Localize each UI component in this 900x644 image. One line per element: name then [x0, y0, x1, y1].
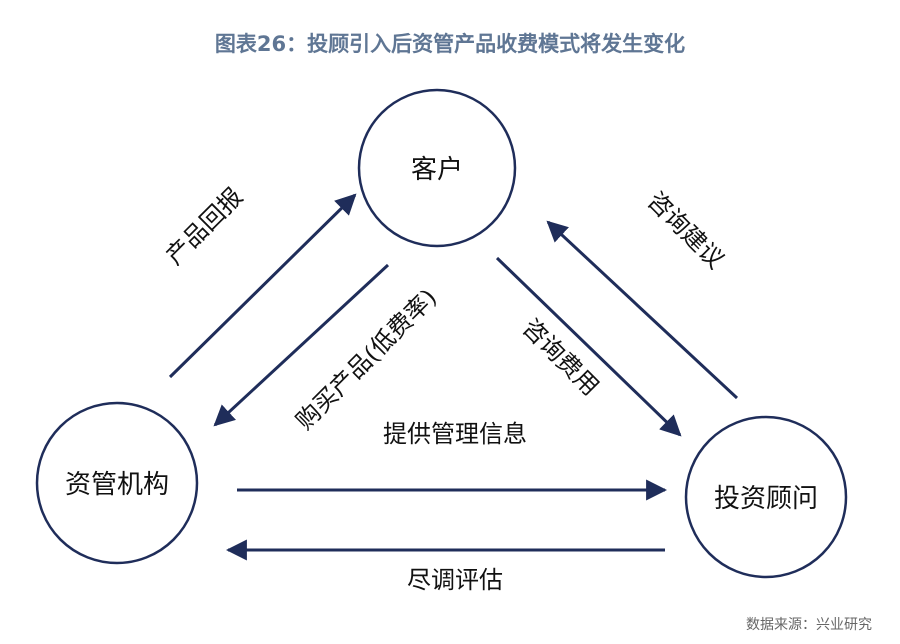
label-product-return: 产品回报: [161, 183, 249, 271]
data-source: 数据来源：兴业研究: [746, 617, 872, 633]
figure-title: 图表26：投顾引入后资管产品收费模式将发生变化: [214, 32, 686, 56]
arrow-buy-product: [213, 263, 390, 427]
arrow-advisory-advice: [546, 220, 739, 400]
label-due-diligence: 尽调评估: [407, 566, 503, 594]
node-client-label: 客户: [411, 155, 463, 185]
node-asset-manager-label: 资管机构: [65, 470, 169, 500]
label-advisory-fee: 咨询费用: [517, 314, 605, 402]
label-advisory-advice: 咨询建议: [642, 187, 730, 275]
label-buy-product: 购买产品(低费率): [290, 283, 442, 435]
label-provide-info: 提供管理信息: [383, 420, 527, 448]
node-advisor: 投资顾问: [684, 415, 848, 579]
node-client: 客户: [357, 88, 517, 248]
node-asset-manager: 资管机构: [35, 401, 199, 565]
arrow-advisory-fee: [495, 256, 682, 437]
arrow-product-return: [168, 193, 357, 379]
node-advisor-label: 投资顾问: [714, 484, 818, 514]
